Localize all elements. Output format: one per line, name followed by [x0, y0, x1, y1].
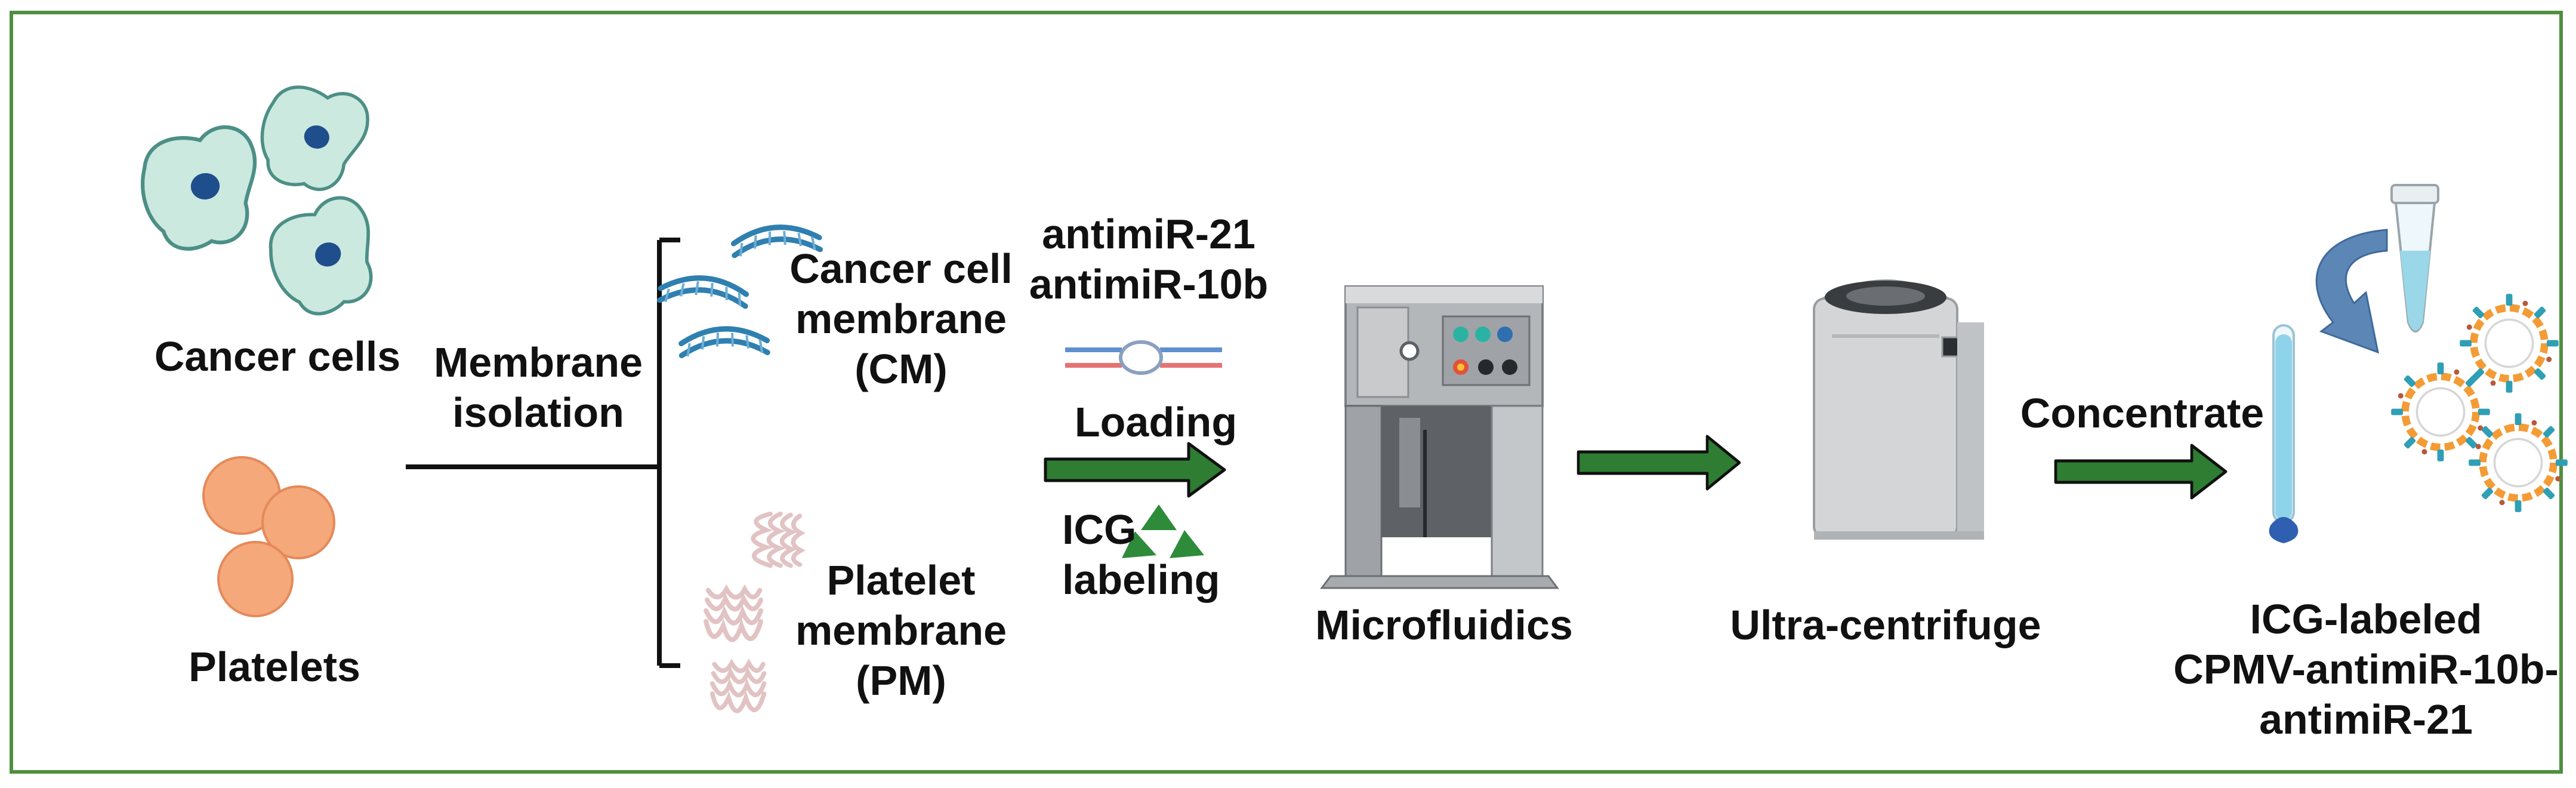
- membrane-isolation-label: Membrane isolation: [433, 339, 643, 436]
- platelet-membrane-icon: [753, 514, 801, 566]
- nanoparticle-icon: [2391, 362, 2490, 461]
- diagram-frame: [10, 11, 2563, 774]
- eppendorf-tube-icon: [2390, 184, 2439, 333]
- transfer-arrow: [2315, 229, 2388, 354]
- cancer-cell-icon: [251, 76, 374, 199]
- icg-labeling-label: ICG labeling: [1062, 506, 1220, 603]
- platelet-membrane-icon: [706, 589, 761, 640]
- concentrate-label: Concentrate: [2020, 390, 2265, 436]
- process-arrow: [1578, 436, 1739, 489]
- microfluidics-label: Microfluidics: [1315, 602, 1573, 648]
- microfluidics-device-icon: [1320, 285, 1559, 589]
- loading-arrow: [1045, 444, 1224, 496]
- ultra-centrifuge-label: Ultra-centrifuge: [1730, 602, 2041, 648]
- icg-triangle-icon: [1122, 504, 1204, 558]
- platelet-icon: [202, 456, 335, 617]
- cancer-membrane-icon: [681, 327, 767, 356]
- antimir-label: antimiR-21 antimiR-10b: [1029, 211, 1269, 307]
- cancer-cell-membrane-label: Cancer cell membrane (CM): [789, 245, 1013, 392]
- ultracentrifuge-icon: [1813, 279, 1984, 540]
- loading-label: Loading: [1074, 399, 1238, 445]
- platelets-label: Platelets: [189, 644, 360, 690]
- cancer-membrane-icon: [659, 275, 747, 307]
- product-label: ICG-labeled CPMV-antimiR-10b- antimiR-21: [2173, 596, 2559, 743]
- rna-duplex-icon: [1065, 340, 1222, 375]
- membrane-isolation-bracket: [406, 238, 680, 668]
- cancer-cells-label: Cancer cells: [154, 333, 401, 380]
- concentrate-arrow: [2056, 445, 2226, 498]
- cancer-cell-icon: [258, 190, 391, 325]
- nanoparticle-icon: [2469, 413, 2568, 512]
- cancer-cell-icon: [135, 124, 266, 254]
- platelet-membrane-icon: [712, 663, 764, 711]
- test-tube-icon: [2269, 324, 2299, 543]
- platelet-membrane-label: Platelet membrane (PM): [795, 557, 1007, 704]
